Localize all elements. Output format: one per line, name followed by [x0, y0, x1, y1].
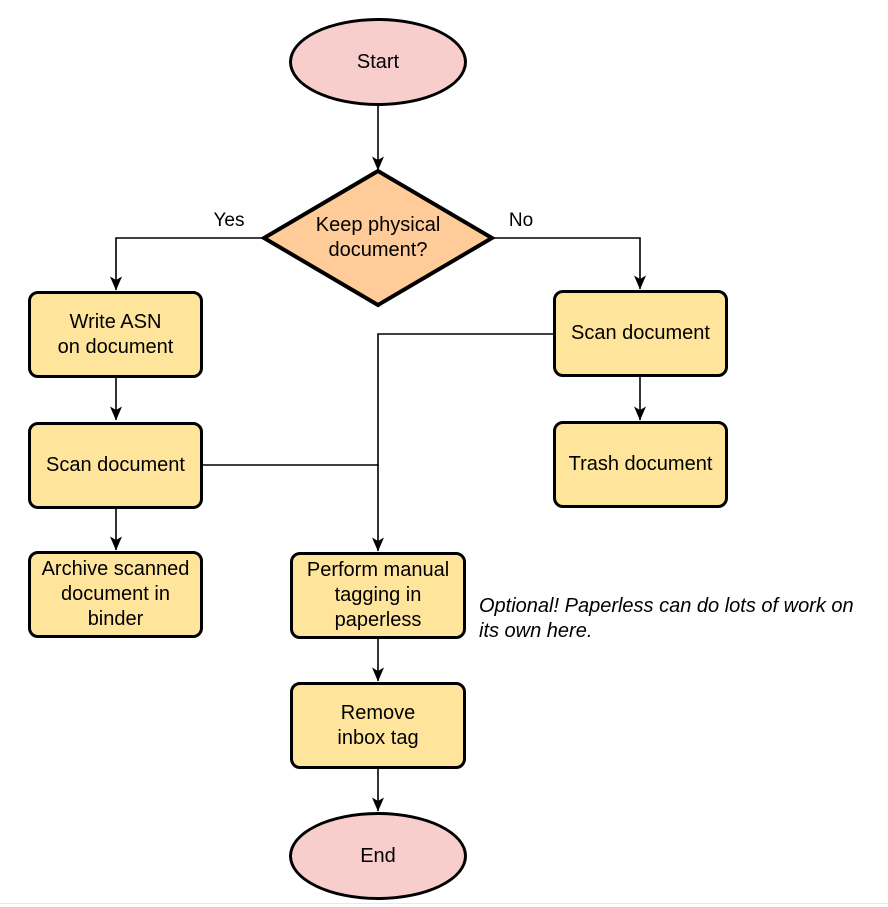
node-write-asn-label: Write ASN on document	[57, 310, 174, 358]
node-decision-label: Keep physical document?	[315, 214, 441, 261]
decision-diamond-shape	[260, 168, 496, 308]
node-scan-document-right: Scan document	[553, 290, 728, 377]
node-trash-document: Trash document	[553, 421, 728, 508]
edge-label-yes: Yes	[213, 210, 245, 231]
edge-decision-to-scan-right-no	[492, 237, 646, 290]
node-manual-tagging-label: Perform manual tagging in paperless	[306, 559, 450, 631]
node-remove-inbox-tag: Remove inbox tag	[290, 682, 466, 769]
node-manual-tagging: Perform manual tagging in paperless	[290, 552, 466, 639]
node-scan-document-right-label: Scan document	[571, 322, 710, 344]
edge-scan-right-to-tagging	[372, 333, 553, 552]
node-decision: Keep physical document?	[270, 204, 486, 272]
node-write-asn: Write ASN on document	[28, 291, 203, 378]
node-start: Start	[289, 18, 467, 106]
page-bottom-divider	[0, 903, 888, 904]
node-archive-binder-label: Archive scanned document in binder	[41, 558, 190, 630]
node-scan-document-left: Scan document	[28, 422, 203, 509]
node-end-label: End	[360, 844, 396, 867]
annotation-optional-note: Optional! Paperless can do lots of work …	[479, 595, 854, 642]
node-start-label: Start	[356, 50, 400, 73]
node-end: End	[289, 812, 467, 900]
edge-label-no: No	[508, 210, 534, 231]
node-remove-inbox-tag-label: Remove inbox tag	[337, 701, 419, 749]
node-scan-document-left-label: Scan document	[46, 454, 185, 476]
edge-decision-to-write-asn-yes	[110, 237, 264, 291]
node-trash-document-label: Trash document	[568, 453, 713, 475]
node-archive-binder: Archive scanned document in binder	[28, 551, 203, 638]
